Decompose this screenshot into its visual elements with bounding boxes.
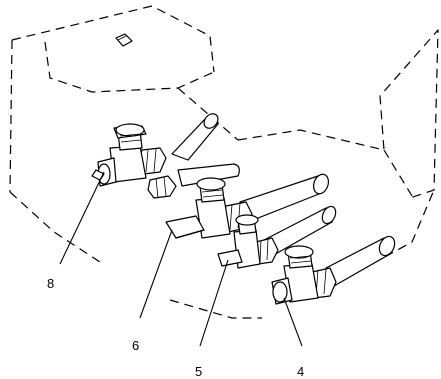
valve-8 [91,113,219,187]
valve-4 [271,235,396,305]
leader-lines [59,171,303,347]
leader-8 [59,171,105,265]
callout-4: 4 [297,364,304,379]
callout-labels: 8 6 5 4 [47,276,304,379]
callout-6: 6 [132,338,139,353]
callout-8: 8 [47,276,54,291]
callout-5: 5 [195,364,202,379]
leader-5 [199,259,229,347]
valve-6 [165,173,330,239]
leader-4 [283,297,303,347]
valve-5 [217,205,337,269]
leader-6 [139,229,173,319]
loose-fitting [147,163,240,199]
